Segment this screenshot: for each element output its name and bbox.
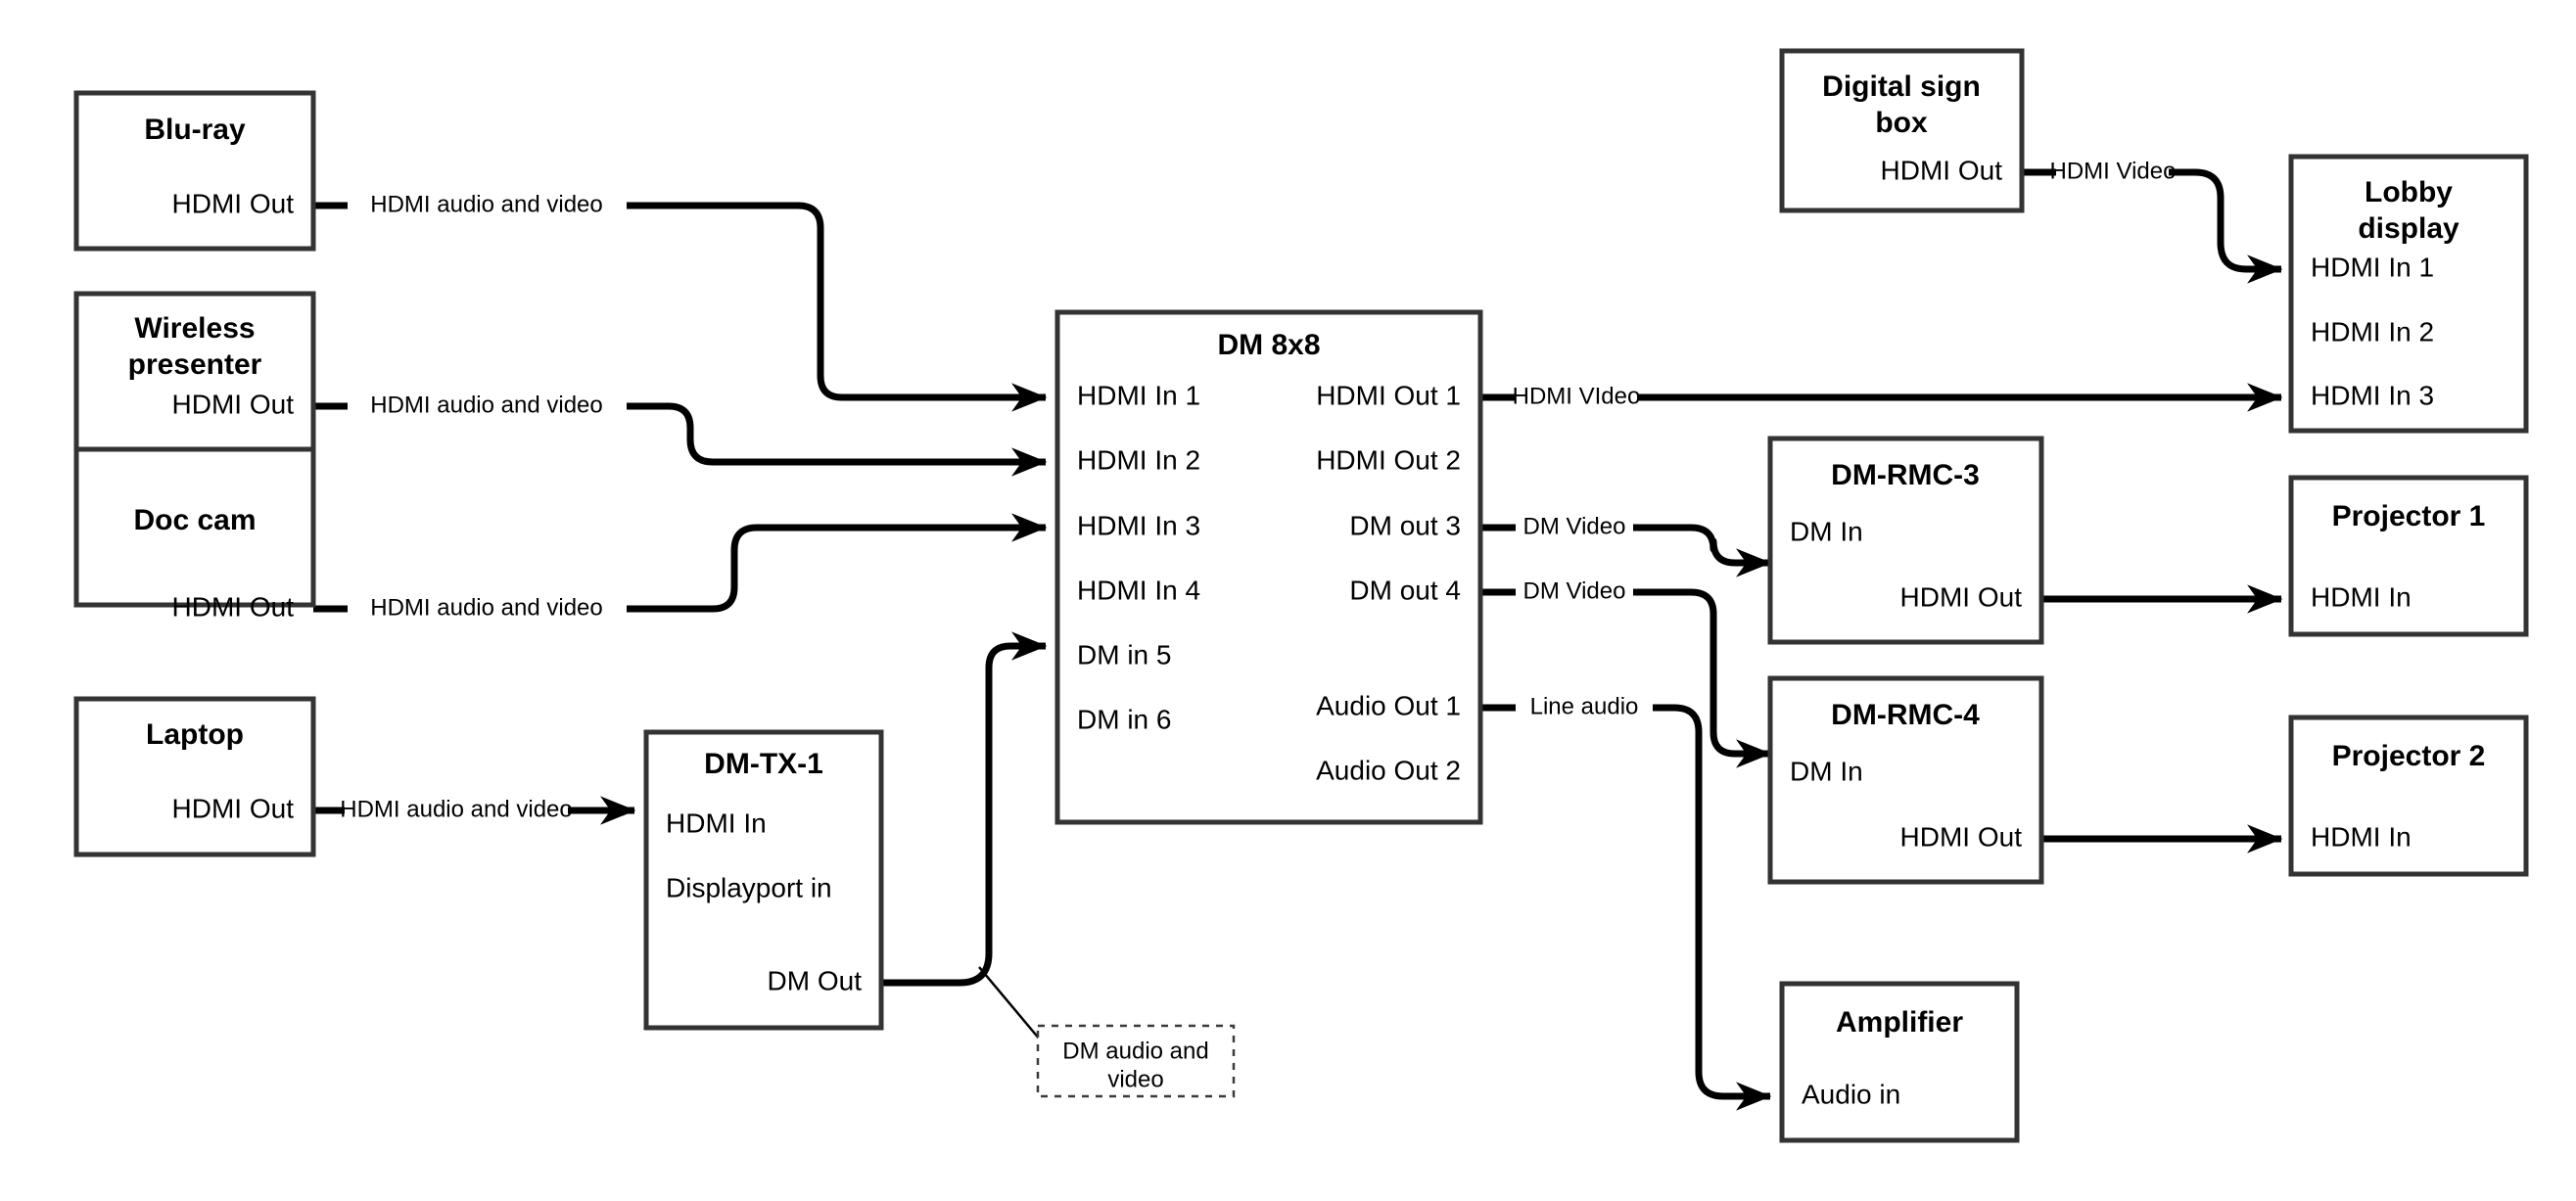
port-dm-8x8-hdmi-in-1: HDMI In 1 (1077, 380, 1200, 410)
link-wireless-to-dm8x8-hdmi-in-2 (313, 402, 1046, 462)
connection-layer (313, 168, 2281, 1096)
port-dm-8x8-dm-in-5: DM in 5 (1077, 639, 1171, 670)
edge-label-laptop: HDMI audio and video (340, 796, 572, 822)
link-dmtx1-to-dm8x8-dm-in-5 (881, 631, 1048, 987)
node-dm-rmc-4-title: DM-RMC-4 (1831, 699, 1980, 731)
node-amplifier[interactable]: Amplifier Audio in (1779, 981, 2020, 1143)
link-dm8x8-dm-out-3-to-rmc3-dm-in (1480, 524, 1770, 563)
port-dm-8x8-audio-out-1: Audio Out 1 (1316, 690, 1461, 720)
node-doc-cam-title: Doc cam (133, 504, 256, 536)
port-projector-1-hdmi-in: HDMI In (2311, 581, 2412, 612)
node-dm-8x8[interactable]: DM 8x8 HDMI In 1 HDMI In 2 HDMI In 3 HDM… (1054, 309, 1483, 825)
node-wireless-presenter[interactable]: Wireless presenter HDMI Out (73, 291, 316, 452)
node-dm-tx-1-box[interactable] (643, 729, 884, 1031)
node-projector-1-title: Projector 1 (2332, 500, 2486, 532)
port-wireless-presenter-hdmi-out: HDMI Out (172, 389, 295, 419)
node-dm-rmc-3[interactable]: DM-RMC-3 DM In HDMI Out (1767, 436, 2044, 645)
node-lobby-display-title-line2: display (2358, 212, 2459, 245)
annotation-dm-audio-and-video-line2: video (1107, 1066, 1163, 1092)
node-dm-tx-1[interactable]: DM-TX-1 HDMI In Displayport in DM Out (643, 729, 884, 1031)
port-lobby-hdmi-in-2: HDMI In 2 (2311, 316, 2434, 346)
node-dm-tx-1-title: DM-TX-1 (704, 748, 823, 780)
annotation-dm-audio-and-video-box (1036, 1024, 1236, 1098)
port-dm-8x8-audio-out-2: Audio Out 2 (1316, 755, 1461, 785)
edge-label-dm-video-3: DM Video (1523, 513, 1626, 539)
node-bluray-title: Blu-ray (144, 114, 246, 146)
port-dm-8x8-dm-out-4: DM out 4 (1349, 575, 1461, 605)
port-dm-tx-1-hdmi-in: HDMI In (666, 808, 767, 838)
node-amplifier-title: Amplifier (1836, 1006, 1963, 1039)
node-dm-rmc-3-title: DM-RMC-3 (1831, 459, 1980, 491)
port-dm-8x8-hdmi-in-4: HDMI In 4 (1077, 575, 1200, 605)
port-laptop-hdmi-out: HDMI Out (172, 793, 295, 823)
port-dm-rmc-3-hdmi-out: HDMI Out (1900, 581, 2023, 612)
node-laptop-box[interactable] (73, 696, 316, 857)
node-bluray[interactable]: Blu-ray HDMI Out (73, 90, 316, 252)
node-digital-sign-box-title-line1: Digital sign (1822, 70, 1981, 103)
node-digital-sign-box-rect[interactable] (1779, 48, 2025, 213)
node-doc-cam[interactable]: Doc cam HDMI Out (73, 446, 316, 622)
link-doccam-to-dm8x8-hdmi-in-3 (313, 528, 1046, 613)
node-digital-sign-box[interactable]: Digital sign box HDMI Out (1779, 48, 2025, 213)
node-wireless-presenter-title-line2: presenter (128, 348, 262, 381)
leader-dm-audio-video-note (978, 966, 1041, 1040)
node-projector-2[interactable]: Projector 2 HDMI In (2288, 715, 2529, 877)
port-dm-rmc-4-hdmi-out: HDMI Out (1900, 821, 2023, 852)
edge-label-bluray: HDMI audio and video (370, 191, 602, 217)
port-dm-8x8-hdmi-in-2: HDMI In 2 (1077, 444, 1200, 475)
link-dm8x8-dm-out-4-to-rmc4-dm-in (1480, 588, 1770, 754)
node-projector-2-box[interactable] (2288, 715, 2529, 877)
node-amplifier-box[interactable] (1779, 981, 2020, 1143)
port-dm-8x8-hdmi-in-3: HDMI In 3 (1077, 510, 1200, 540)
port-dm-8x8-hdmi-out-1: HDMI Out 1 (1316, 380, 1461, 410)
annotation-dm-audio-and-video-line1: DM audio and (1062, 1038, 1208, 1064)
node-wireless-presenter-title-line1: Wireless (134, 312, 255, 345)
node-laptop[interactable]: Laptop HDMI Out (73, 696, 316, 857)
link-bluray-to-dm8x8-hdmi-in-1 (313, 202, 1046, 397)
edge-label-doccam: HDMI audio and video (370, 594, 602, 621)
node-bluray-box[interactable] (73, 90, 316, 252)
node-lobby-display-title-line1: Lobby (2365, 176, 2453, 208)
port-lobby-hdmi-in-1: HDMI In 1 (2311, 252, 2434, 282)
edge-label-wireless: HDMI audio and video (370, 392, 602, 418)
edge-label-hdmi-video-lobby: HDMI VIdeo (1513, 383, 1641, 409)
node-digital-sign-box-title-line2: box (1875, 107, 1928, 139)
port-amplifier-audio-in: Audio in (1802, 1079, 1900, 1109)
port-digital-sign-hdmi-out: HDMI Out (1881, 155, 2003, 185)
node-lobby-display-box[interactable] (2288, 154, 2529, 434)
port-dm-rmc-4-dm-in: DM In (1790, 756, 1863, 786)
edge-label-layer: HDMI audio and video HDMI audio and vide… (340, 158, 2176, 822)
edge-label-line-audio: Line audio (1530, 693, 1639, 719)
node-dm-8x8-box[interactable] (1054, 309, 1483, 825)
node-dm-rmc-4[interactable]: DM-RMC-4 DM In HDMI Out (1767, 675, 2044, 885)
edge-label-dm-video-4: DM Video (1523, 577, 1626, 604)
port-dm-rmc-3-dm-in: DM In (1790, 516, 1863, 546)
node-laptop-title: Laptop (146, 718, 244, 751)
node-dm-8x8-title: DM 8x8 (1217, 329, 1320, 361)
port-dm-8x8-dm-out-3: DM out 3 (1349, 510, 1461, 540)
port-bluray-hdmi-out: HDMI Out (172, 188, 295, 218)
annotation-dm-audio-and-video: DM audio and video (1036, 1024, 1236, 1098)
node-dm-rmc-3-box[interactable] (1767, 436, 2044, 645)
node-lobby-display[interactable]: Lobby display HDMI In 1 HDMI In 2 HDMI I… (2288, 154, 2529, 434)
port-doc-cam-hdmi-out: HDMI Out (172, 591, 295, 622)
node-doc-cam-box[interactable] (73, 446, 316, 608)
port-dm-tx-1-displayport-in: Displayport in (666, 872, 832, 902)
link-digitalsign-to-lobby-hdmi-in-1 (2022, 168, 2281, 269)
edge-label-hdmi-video-sign: HDMI Video (2050, 158, 2177, 184)
port-projector-2-hdmi-in: HDMI In (2311, 821, 2412, 852)
port-dm-tx-1-dm-out: DM Out (768, 965, 863, 995)
node-projector-1-box[interactable] (2288, 475, 2529, 637)
port-dm-8x8-hdmi-out-2: HDMI Out 2 (1316, 444, 1461, 475)
node-projector-1[interactable]: Projector 1 HDMI In (2288, 475, 2529, 637)
port-dm-8x8-dm-in-6: DM in 6 (1077, 704, 1171, 734)
node-dm-rmc-4-box[interactable] (1767, 675, 2044, 885)
port-lobby-hdmi-in-3: HDMI In 3 (2311, 380, 2434, 410)
node-projector-2-title: Projector 2 (2332, 740, 2486, 772)
link-dm8x8-audio-out-1-to-amplifier (1480, 704, 1770, 1096)
